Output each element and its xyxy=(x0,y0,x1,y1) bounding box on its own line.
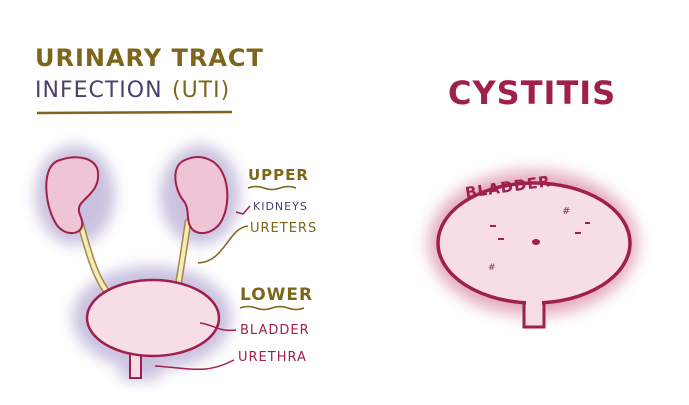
label-lower: LOWER xyxy=(240,285,313,305)
title-underline xyxy=(36,110,233,115)
label-bladder: BLADDER xyxy=(240,323,310,338)
inflammation-marks: # # xyxy=(488,206,590,273)
kidneys-leader xyxy=(235,205,251,215)
label-ureters: URETERS xyxy=(250,221,317,236)
title-abbrev: (UTI) xyxy=(172,78,230,103)
upper-underline xyxy=(247,185,297,191)
cystitis-title: CYSTITIS xyxy=(448,74,616,112)
title-line2: INFECTION xyxy=(35,78,163,103)
label-upper: UPPER xyxy=(248,166,309,184)
svg-text:#: # xyxy=(488,263,496,273)
bladder xyxy=(85,278,221,358)
title-line1: URINARY TRACT xyxy=(35,44,264,72)
bladder-leader xyxy=(199,322,237,332)
ureters-leader xyxy=(197,225,249,264)
urethra-leader xyxy=(154,359,235,371)
left-kidney xyxy=(45,156,100,234)
svg-text:#: # xyxy=(562,206,570,217)
label-kidneys: KIDNEYS xyxy=(253,200,308,213)
label-urethra: URETHRA xyxy=(238,350,307,365)
lower-underline xyxy=(239,305,305,311)
right-kidney xyxy=(174,156,229,235)
